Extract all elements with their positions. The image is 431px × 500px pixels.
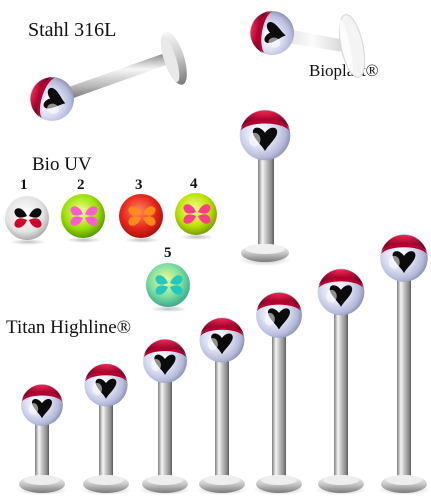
label-bioplast: Bioplast®	[309, 61, 379, 80]
uv-number-5: 5	[164, 245, 172, 261]
titan-labret-1	[16, 384, 68, 495]
uv-ball-3	[119, 194, 163, 243]
uv-ball-1	[5, 196, 49, 245]
uv-ball-5	[146, 263, 190, 312]
titan-labret-2	[80, 363, 132, 495]
uv-number-3: 3	[135, 177, 143, 193]
label-bio-uv: Bio UV	[32, 154, 92, 175]
titan-labret-3	[139, 339, 191, 495]
uv-number-2: 2	[77, 177, 85, 193]
uv-number-4: 4	[190, 176, 198, 192]
uv-ball-2	[61, 194, 105, 243]
uv-number-1: 1	[20, 177, 28, 193]
titan-labret-7	[378, 234, 430, 495]
titan-labret-4	[196, 317, 248, 495]
label-stahl-316l: Stahl 316L	[28, 19, 117, 41]
titan-labret-5	[253, 292, 305, 495]
label-titan-highline: Titan Highline®	[6, 317, 132, 338]
steel-316l-labret	[24, 31, 187, 127]
titan-labret-6	[315, 268, 367, 495]
uv-ball-4	[175, 193, 217, 240]
large-vertical-labret	[239, 109, 291, 266]
